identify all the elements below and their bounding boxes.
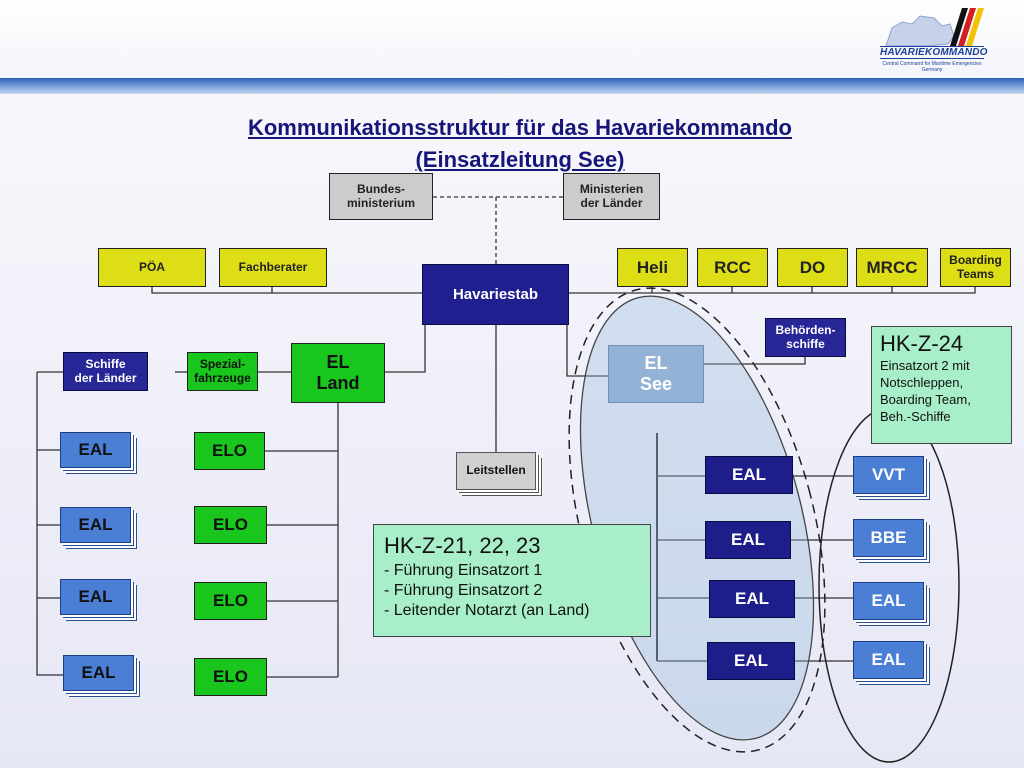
note-hkz21: HK-Z-21, 22, 23 - Führung Einsatzort 1 -… bbox=[373, 524, 651, 637]
box-mrcc: MRCC bbox=[856, 248, 928, 287]
box-bundesministerium: Bundes- ministerium bbox=[329, 173, 433, 220]
right-unit-eal-2: EAL bbox=[853, 641, 924, 679]
havariekommando-logo bbox=[885, 8, 984, 47]
title-line-1: Kommunikationsstruktur für das Havarieko… bbox=[247, 115, 792, 140]
left-elo-4: ELO bbox=[194, 658, 267, 696]
left-elo-3: ELO bbox=[194, 582, 267, 620]
box-havariestab: Havariestab bbox=[422, 264, 569, 325]
see-eal-3: EAL bbox=[709, 580, 795, 618]
left-elo-1: ELO bbox=[194, 432, 265, 470]
box-do: DO bbox=[777, 248, 848, 287]
box-el-land: EL Land bbox=[291, 343, 385, 403]
note-hkz21-line-1: - Führung Einsatzort 1 bbox=[384, 562, 543, 579]
box-spezialfahrzeuge: Spezial- fahrzeuge bbox=[187, 352, 258, 391]
header-background bbox=[0, 0, 1024, 78]
see-eal-2: EAL bbox=[705, 521, 791, 559]
left-eal-2: EAL bbox=[60, 507, 131, 543]
slide-title: Kommunikationsstruktur für das Havarieko… bbox=[120, 112, 920, 176]
header-band bbox=[0, 78, 1024, 94]
left-eal-3: EAL bbox=[60, 579, 131, 615]
note-hkz21-line-2: - Führung Einsatzort 2 bbox=[384, 582, 543, 599]
box-fachberater: Fachberater bbox=[219, 248, 327, 287]
see-eal-1: EAL bbox=[705, 456, 793, 494]
right-unit-vvt: VVT bbox=[853, 456, 924, 494]
box-boarding-teams: Boarding Teams bbox=[940, 248, 1011, 287]
see-eal-4: EAL bbox=[707, 642, 795, 680]
box-ministerien-laender: Ministerien der Länder bbox=[563, 173, 660, 220]
left-eal-1: EAL bbox=[60, 432, 131, 468]
right-unit-eal-1: EAL bbox=[853, 582, 924, 620]
box-el-see: EL See bbox=[608, 345, 704, 403]
logo-wordmark: HAVARIEKOMMANDO bbox=[880, 46, 988, 59]
box-rcc: RCC bbox=[697, 248, 768, 287]
box-leitstellen: Leitstellen bbox=[456, 452, 536, 490]
box-poa: PÖA bbox=[98, 248, 206, 287]
note-hkz24-line-4: Beh.-Schiffe bbox=[880, 409, 951, 424]
note-hkz24-line-3: Boarding Team, bbox=[880, 392, 971, 407]
box-schiffe-laender: Schiffe der Länder bbox=[63, 352, 148, 391]
note-hkz24-heading: HK-Z-24 bbox=[880, 331, 964, 356]
left-eal-4: EAL bbox=[63, 655, 134, 691]
title-line-2: (Einsatzleitung See) bbox=[415, 147, 625, 172]
logo-subtitle: Central Command for Maritime Emergencies… bbox=[882, 61, 982, 73]
note-hkz24-line-2: Notschleppen, bbox=[880, 375, 964, 390]
box-heli: Heli bbox=[617, 248, 688, 287]
note-hkz21-heading: HK-Z-21, 22, 23 bbox=[384, 533, 541, 558]
right-unit-bbe: BBE bbox=[853, 519, 924, 557]
note-hkz24: HK-Z-24 Einsatzort 2 mit Notschleppen, B… bbox=[871, 326, 1012, 444]
left-elo-2: ELO bbox=[194, 506, 267, 544]
box-behoerdenschiffe: Behörden- schiffe bbox=[765, 318, 846, 357]
note-hkz21-line-3: - Leitender Notarzt (an Land) bbox=[384, 602, 590, 619]
note-hkz24-line-1: Einsatzort 2 mit bbox=[880, 358, 970, 373]
